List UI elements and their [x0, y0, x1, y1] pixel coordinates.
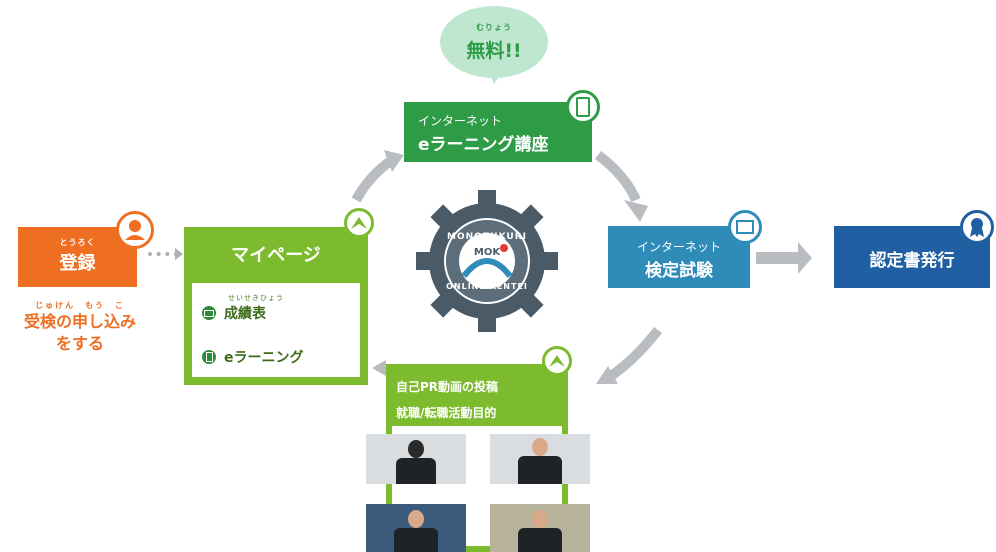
pr-line1: 自己PR動画の投稿: [396, 380, 499, 394]
mypage-item-grades: せいせきひょう 成績表: [202, 293, 284, 323]
logo-center-text: MOK: [473, 247, 501, 258]
monitor-icon: [202, 306, 216, 320]
exam-title: 検定試験: [645, 261, 713, 281]
arrow-head-4: [596, 366, 618, 384]
pr-line2: 就職/転職活動目的: [396, 406, 497, 420]
mok-logo: MONOZUKURI MOK ONLINE KENTEI: [412, 186, 562, 336]
registration-subtext: じゅけん もう こ 受検の申し込み をする: [0, 300, 160, 355]
arrow-elearning-to-exam: [594, 150, 641, 203]
registration-ruby: とうろく: [59, 238, 96, 247]
video-thumbnail[interactable]: [366, 504, 466, 552]
mypage-item-label: eラーニング: [224, 350, 304, 366]
elearning-box: インターネット eラーニング講座: [404, 102, 592, 162]
bubble-tail: [488, 70, 504, 84]
logo-top-text: MONOZUKURI: [446, 232, 528, 242]
arrow-head-5: [372, 360, 386, 376]
registration-sub-ruby: じゅけん もう こ: [35, 301, 125, 310]
arrow-head-1: [384, 150, 404, 172]
exam-small-label: インターネット: [636, 240, 721, 254]
mypage-title: マイページ: [231, 245, 321, 266]
award-badge-icon: [960, 210, 994, 244]
arrow-head-3: [798, 242, 812, 274]
user-icon: [116, 211, 154, 249]
exam-box: インターネット 検定試験: [608, 226, 750, 288]
registration-title: 登録: [59, 253, 96, 274]
arrow-exam-to-cert: [756, 252, 800, 264]
dotted-connector: [148, 252, 178, 262]
free-ruby: むりょう: [476, 23, 512, 32]
elearning-small-label: インターネット: [418, 114, 503, 128]
video-thumbnail[interactable]: [366, 434, 466, 484]
smartphone-badge-icon: [566, 90, 600, 124]
crane-badge-mypage: [344, 208, 374, 238]
logo-bottom-text: ONLINE KENTEI: [446, 282, 528, 291]
arrow-mypage-to-elearning: [351, 155, 395, 203]
crane-badge-pr: [542, 346, 572, 376]
free-bubble: むりょう 無料!!: [440, 6, 548, 78]
mypage-box: マイページ せいせきひょう 成績表 eラーニング: [184, 227, 368, 385]
smartphone-icon: [202, 350, 216, 364]
mypage-item-elearning: eラーニング: [202, 347, 304, 367]
certificate-title: 認定書発行: [869, 251, 955, 271]
registration-sub-line1: 受検の申し込み: [23, 312, 136, 331]
mypage-item-label: 成績表: [224, 306, 266, 322]
registration-sub-line2: をする: [55, 334, 104, 353]
free-text: 無料!!: [466, 40, 522, 62]
video-thumbnail[interactable]: [490, 434, 590, 484]
video-thumbnail[interactable]: [490, 504, 590, 552]
arrow-exam-to-pr: [605, 326, 662, 383]
monitor-badge-icon: [728, 210, 762, 244]
mypage-item-ruby: せいせきひょう: [228, 294, 284, 302]
mypage-list: せいせきひょう 成績表 eラーニング: [192, 283, 360, 377]
elearning-title: eラーニング講座: [418, 135, 549, 155]
dotted-connector-head: [175, 248, 183, 260]
arrow-head-2: [624, 200, 648, 222]
